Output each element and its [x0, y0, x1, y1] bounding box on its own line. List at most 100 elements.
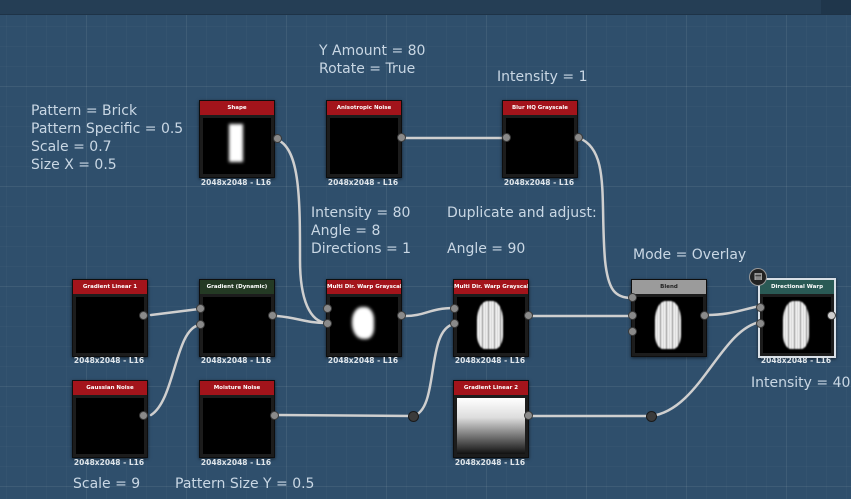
node-title: Directional Warp — [760, 280, 834, 294]
node-moisture-noise[interactable]: Moisture Noise — [199, 380, 275, 458]
wire-graddyn-to-warp1 — [275, 314, 329, 325]
annotation-brick: Pattern = Brick Pattern Specific = 0.5 S… — [31, 102, 183, 174]
input-port[interactable] — [628, 311, 637, 320]
output-port[interactable] — [524, 311, 533, 320]
annotation-line: Intensity = 80 — [311, 205, 411, 221]
annotation-dirwarp: Intensity = 40 — [751, 375, 851, 391]
output-port[interactable] — [700, 311, 709, 320]
node-gradient-linear-1[interactable]: Gradient Linear 1 — [72, 279, 148, 357]
wire-blur-to-blend — [577, 136, 634, 300]
wire-warp1-to-warp2 — [403, 306, 456, 318]
input-port[interactable] — [450, 304, 459, 313]
node-thumbnail — [76, 398, 144, 454]
input-port[interactable] — [756, 319, 765, 328]
input-port[interactable] — [502, 133, 511, 142]
node-title: Moisture Noise — [200, 381, 274, 395]
node-title: Shape — [200, 101, 274, 115]
input-port[interactable] — [628, 293, 637, 302]
input-port[interactable] — [196, 304, 205, 313]
wire-gradlin1-to-graddyn — [149, 307, 201, 317]
annotation-pattern-size: Pattern Size Y = 0.5 — [175, 476, 315, 492]
node-gaussian-noise[interactable]: Gaussian Noise — [72, 380, 148, 458]
node-thumbnail — [203, 297, 271, 353]
annotation-line: Angle = 8 — [311, 223, 381, 239]
input-port[interactable] — [756, 303, 765, 312]
annotation-line: Pattern = Brick — [31, 103, 138, 119]
wire-blend-to-dirwarp — [705, 304, 762, 317]
output-port[interactable] — [268, 311, 277, 320]
annotation-line: Size X = 0.5 — [31, 157, 117, 173]
node-caption: 2048x2048 - L16 — [327, 178, 399, 187]
output-port[interactable] — [139, 311, 148, 320]
node-title: Blend — [632, 280, 706, 294]
node-caption: 2048x2048 - L16 — [200, 458, 272, 467]
node-caption: 2048x2048 - L16 — [760, 356, 832, 365]
node-title: Gradient Linear 1 — [73, 280, 147, 294]
node-title: Gradient (Dynamic) — [200, 280, 274, 294]
output-port[interactable] — [270, 411, 279, 420]
node-title: Multi Dir. Warp Grayscale — [327, 280, 401, 294]
node-caption: 2048x2048 - L16 — [73, 458, 145, 467]
annotation-angle: Angle = 90 — [447, 241, 526, 257]
input-port[interactable] — [323, 304, 332, 313]
reroute-dot[interactable] — [408, 411, 419, 422]
annotation-aniso: Y Amount = 80 Rotate = True — [319, 42, 425, 78]
node-directional-warp[interactable]: Directional Warp — [758, 278, 836, 358]
node-blur-hq[interactable]: Blur HQ Grayscale — [502, 100, 578, 178]
annotation-blur: Intensity = 1 — [497, 69, 588, 85]
node-caption: 2048x2048 - L16 — [200, 178, 272, 187]
node-gradient-dynamic[interactable]: Gradient (Dynamic) — [199, 279, 275, 357]
wire-gnoise-to-graddyn — [149, 323, 201, 417]
annotation-line: Pattern Specific = 0.5 — [31, 121, 184, 137]
input-port[interactable] — [196, 320, 205, 329]
node-multi-dir-warp-2[interactable]: Multi Dir. Warp Grayscale — [453, 279, 529, 357]
output-port[interactable] — [273, 134, 282, 143]
top-toolbar-strip — [0, 0, 851, 15]
node-multi-dir-warp-1[interactable]: Multi Dir. Warp Grayscale — [326, 279, 402, 357]
node-thumbnail — [330, 297, 398, 353]
node-caption: 2048x2048 - L16 — [454, 356, 526, 365]
annotation-scale: Scale = 9 — [73, 476, 141, 492]
node-title: Gaussian Noise — [73, 381, 147, 395]
output-port[interactable] — [139, 411, 148, 420]
node-shape[interactable]: Shape — [199, 100, 275, 178]
annotation-warp: Intensity = 80 Angle = 8 Directions = 1 — [311, 204, 411, 258]
node-thumbnail — [203, 118, 271, 174]
document-icon[interactable]: ▤ — [749, 268, 767, 286]
node-caption: 2048x2048 - L16 — [73, 356, 145, 365]
node-thumbnail — [763, 297, 831, 353]
wire-gradlin2-to-dirwarp — [529, 320, 762, 418]
node-gradient-linear-2[interactable]: Gradient Linear 2 — [453, 380, 529, 458]
node-caption: 2048x2048 - L16 — [327, 356, 399, 365]
node-thumbnail — [457, 297, 525, 353]
node-thumbnail — [457, 398, 525, 454]
toolbar-edge — [821, 0, 851, 14]
annotation-line: Y Amount = 80 — [319, 43, 426, 59]
input-port[interactable] — [628, 327, 637, 336]
node-thumbnail — [635, 297, 703, 353]
annotation-line: Rotate = True — [319, 61, 416, 77]
input-port[interactable] — [323, 319, 332, 328]
annotation-mode: Mode = Overlay — [633, 247, 747, 263]
output-port[interactable] — [397, 311, 406, 320]
node-thumbnail — [506, 118, 574, 174]
node-title: Multi Dir. Warp Grayscale — [454, 280, 528, 294]
node-anisotropic-noise[interactable]: Anisotropic Noise — [326, 100, 402, 178]
node-caption: 2048x2048 - L16 — [503, 178, 575, 187]
node-title: Gradient Linear 2 — [454, 381, 528, 395]
output-port[interactable] — [397, 133, 406, 142]
output-port[interactable] — [827, 311, 836, 320]
input-port[interactable] — [450, 319, 459, 328]
node-caption: 2048x2048 - L16 — [200, 356, 272, 365]
node-blend[interactable]: Blend — [631, 279, 707, 357]
output-port[interactable] — [524, 411, 533, 420]
node-thumbnail — [330, 118, 398, 174]
wire-shape-to-warp1 — [276, 138, 329, 325]
annotation-duplicate: Duplicate and adjust: — [447, 205, 597, 221]
reroute-dot[interactable] — [646, 411, 657, 422]
node-caption: 2048x2048 - L16 — [454, 458, 526, 467]
node-title: Anisotropic Noise — [327, 101, 401, 115]
node-thumbnail — [76, 297, 144, 353]
output-port[interactable] — [574, 133, 583, 142]
